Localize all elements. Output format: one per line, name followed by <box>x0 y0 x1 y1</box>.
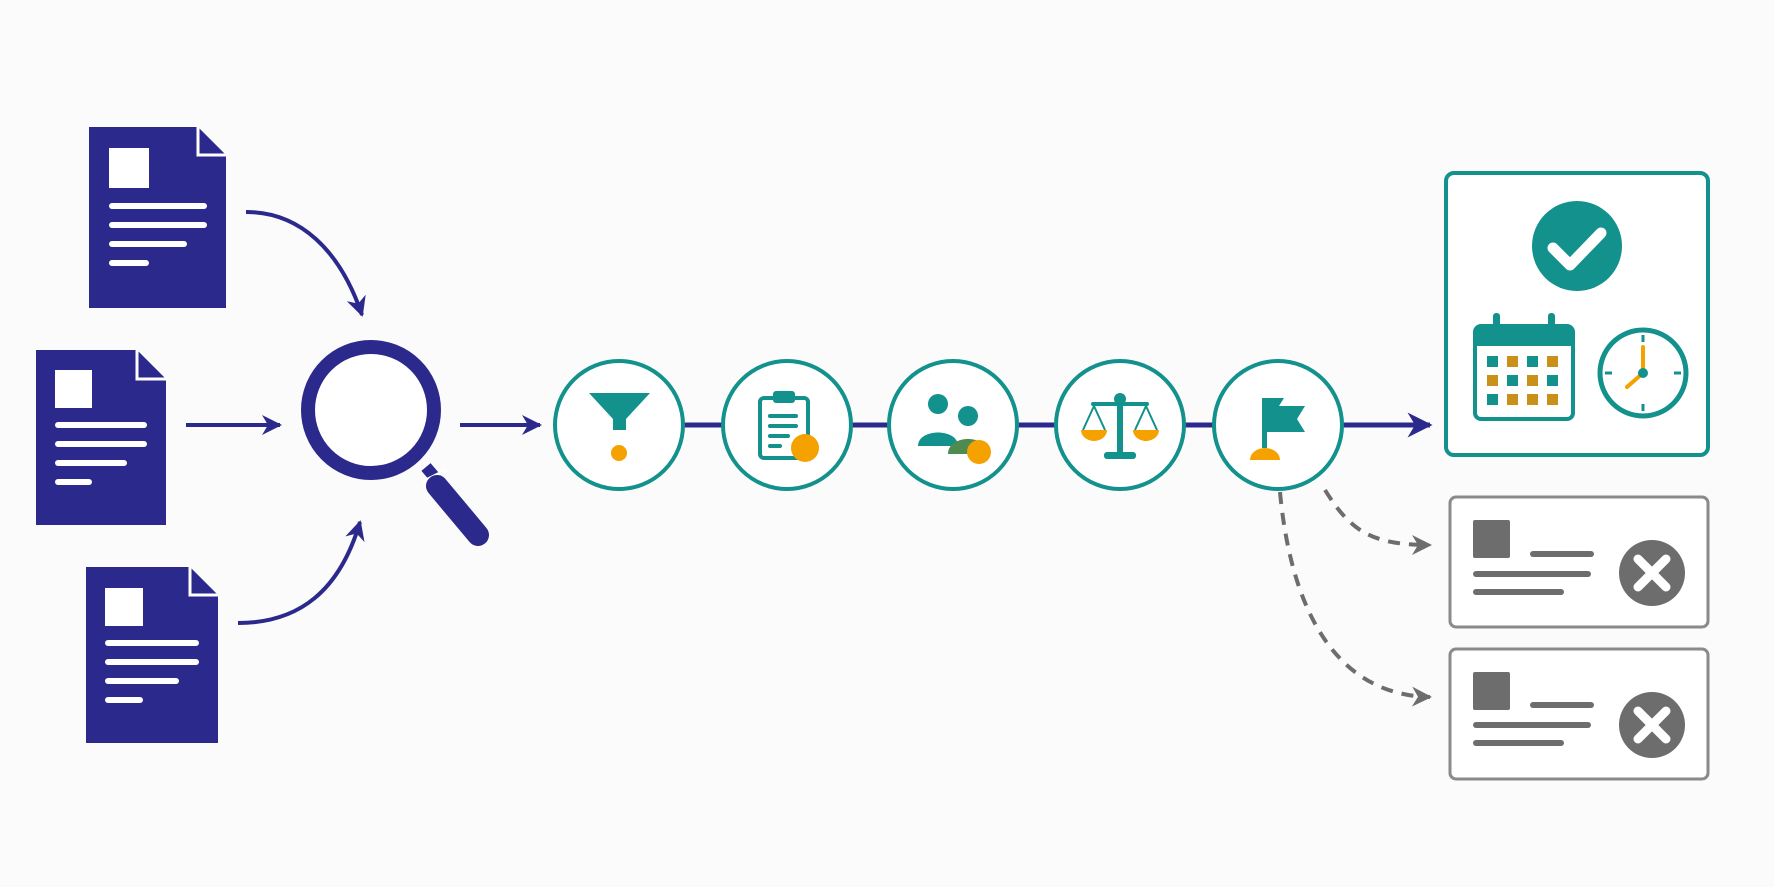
calendar-day-cell <box>1527 394 1538 405</box>
calendar-day-cell <box>1527 356 1538 367</box>
calendar-day-cell <box>1547 375 1558 386</box>
calendar-day-cell <box>1487 394 1498 405</box>
balance-scale-icon <box>1081 393 1159 459</box>
clipboard-icon <box>758 391 819 462</box>
flag-icon <box>1250 398 1305 460</box>
calendar-day-cell <box>1487 375 1498 386</box>
calendar-day-cell <box>1507 394 1518 405</box>
arrow-doc-bottom-to-search <box>237 520 365 625</box>
calendar-day-cell <box>1507 356 1518 367</box>
pipeline-stage-balance <box>1054 359 1186 491</box>
rejected-outcome-card-1 <box>1448 495 1710 629</box>
arrow-flag-to-rejected-1 <box>1323 488 1432 555</box>
pipeline-stage-flag <box>1212 359 1344 491</box>
calendar-icon <box>1473 313 1575 421</box>
arrow-doc-top-to-search <box>245 210 366 317</box>
document-icon-middle <box>36 350 166 525</box>
clock-icon <box>1597 327 1689 419</box>
calendar-day-grid <box>1487 356 1558 405</box>
pipeline-stage-filter <box>553 359 685 491</box>
calendar-day-cell <box>1527 375 1538 386</box>
x-circle-icon <box>1619 692 1685 758</box>
document-icon-bottom <box>86 567 218 743</box>
pipeline-stage-clipboard <box>721 359 853 491</box>
users-icon <box>918 394 991 464</box>
calendar-day-cell <box>1487 356 1498 367</box>
arrow-flag-to-rejected-2 <box>1278 491 1432 707</box>
check-circle-icon <box>1532 201 1622 291</box>
pipeline-stage-users <box>887 359 1019 491</box>
calendar-day-cell <box>1507 375 1518 386</box>
filter-icon <box>589 393 650 461</box>
x-circle-icon <box>1619 540 1685 606</box>
document-icon-top <box>89 127 226 308</box>
accepted-outcome-card <box>1444 171 1710 457</box>
calendar-day-cell <box>1547 356 1558 367</box>
magnifying-glass-icon <box>301 340 489 546</box>
calendar-day-cell <box>1547 394 1558 405</box>
rejected-outcome-card-2 <box>1448 647 1710 781</box>
